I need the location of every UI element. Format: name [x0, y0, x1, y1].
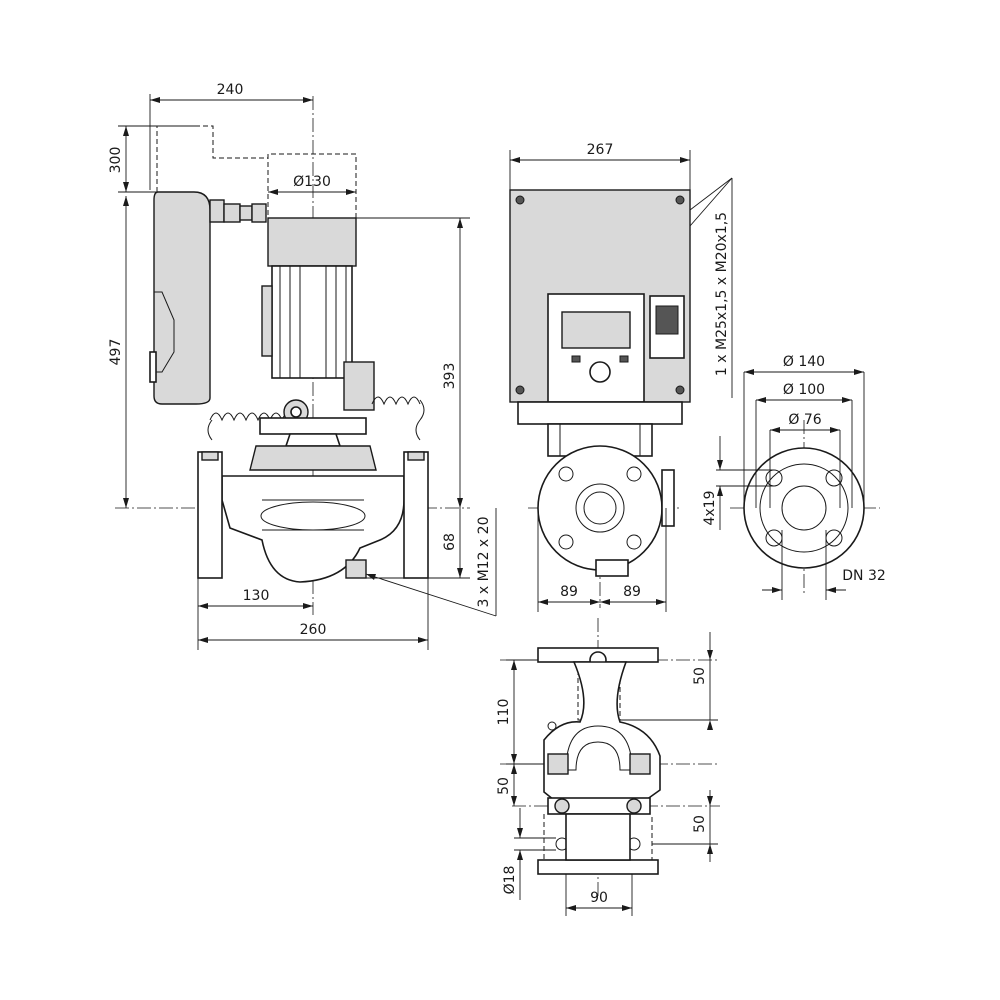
- dim-50-right-bottom-label: 50: [692, 815, 708, 833]
- dim-50-right-top-label: 50: [692, 667, 708, 685]
- dim-260-label: 260: [300, 622, 327, 638]
- dim-497-label: 497: [108, 339, 124, 366]
- dim-76-label: Ø 76: [788, 412, 821, 428]
- dim-89-left-label: 89: [560, 584, 578, 600]
- dim-18-label: Ø18: [502, 866, 518, 895]
- dim-110-label: 110: [496, 699, 512, 726]
- dim-100-label: Ø 100: [783, 382, 825, 398]
- dim-267-label: 267: [587, 142, 614, 158]
- dim-140-label: Ø 140: [783, 354, 825, 370]
- side-view: 240 300 Ø130 497 393 68 3 x M12 x 2: [108, 82, 497, 650]
- bottom-view: 110 50 50 50 Ø18 90: [496, 618, 720, 916]
- dim-89-right-label: 89: [623, 584, 641, 600]
- dim-bolts-label: 3 x M12 x 20: [476, 517, 492, 608]
- front-view: 267 1 x M25x1,5 x M20x1,5 89 89: [509, 142, 733, 612]
- dim-393-label: 393: [442, 363, 458, 390]
- dim-130-diameter-label: Ø130: [293, 174, 331, 190]
- dim-4x19-label: 4x19: [702, 490, 718, 525]
- cable-glands-label: 1 x M25x1,5 x M20x1,5: [714, 212, 730, 376]
- dim-300-label: 300: [108, 147, 124, 174]
- dim-90-label: 90: [590, 890, 608, 906]
- dim-dn32-label: DN 32: [842, 568, 886, 584]
- dim-68-label: 68: [442, 533, 458, 551]
- dim-50-left-label: 50: [496, 777, 512, 795]
- dim-130-label: 130: [243, 588, 270, 604]
- dim-240-label: 240: [217, 82, 244, 98]
- flange-view: Ø 140 Ø 100 Ø 76 4x19 DN 32: [702, 354, 886, 600]
